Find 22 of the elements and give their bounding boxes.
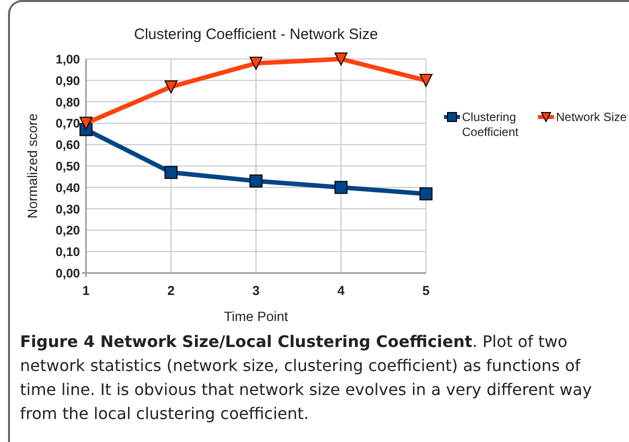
- y-tick-label: 0,30: [56, 202, 80, 216]
- figure-caption: Figure 4 Network Size/Local Clustering Coefficient. Plot of two network statistics (network size, clustering coefficient) as functions of time line. It is obvious that network size evolves in a very different way from the local clustering coefficient.: [20, 331, 593, 425]
- x-tick-label: 3: [252, 283, 260, 298]
- chart-title: Clustering Coefficient - Network Size: [134, 26, 378, 43]
- y-axis-title: Normalized score: [25, 113, 40, 219]
- y-tick-label: 1,00: [56, 52, 80, 66]
- y-tick-label: 0,50: [56, 160, 80, 174]
- y-tick-label: 0,40: [56, 180, 80, 195]
- x-tick-label: 1: [82, 283, 90, 298]
- y-tick-label: 0,90: [56, 74, 80, 88]
- y-tick-label: 0,10: [56, 245, 80, 260]
- y-tick-label: 0,60: [56, 138, 80, 152]
- legend-label: Network Size: [556, 110, 627, 124]
- x-tick-label: 2: [167, 283, 175, 298]
- y-tick-label: 0,70: [56, 116, 80, 131]
- x-tick-label: 5: [422, 283, 430, 298]
- x-axis-title: Time Point: [224, 309, 288, 324]
- y-tick-label: 0,80: [56, 95, 80, 110]
- y-tick-label: 0,20: [56, 224, 80, 238]
- legend-label: Clustering Coefficient: [462, 110, 518, 139]
- y-tick-label: 0,00: [56, 266, 80, 280]
- x-tick-label: 4: [337, 283, 345, 298]
